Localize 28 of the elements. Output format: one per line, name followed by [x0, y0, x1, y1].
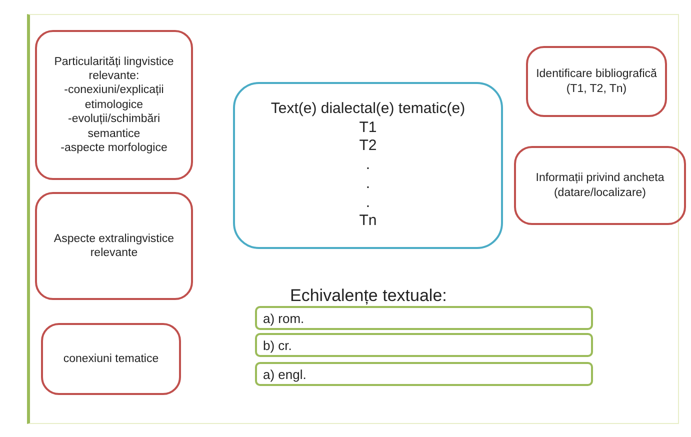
box-text: a) rom.: [263, 310, 304, 326]
rounded-box: [514, 146, 686, 225]
section-heading: Echivalențe textuale:: [290, 286, 447, 306]
box-text: Tn: [359, 212, 377, 232]
box-text: .: [366, 156, 370, 175]
rounded-box: [41, 323, 181, 395]
box-text: -conexiuni/explicații etimologice: [63, 83, 165, 112]
box-text: Informații privind ancheta (datare/localizare): [534, 171, 666, 200]
rounded-box: [233, 82, 503, 249]
box-text: .: [366, 194, 370, 212]
box-text: T2: [359, 137, 377, 156]
box-text: b) cr.: [263, 338, 292, 352]
box-text: .: [366, 174, 370, 194]
box-text: T1: [359, 118, 377, 138]
box-text: -aspecte morfologice: [60, 140, 168, 156]
box-text: a) engl.: [263, 366, 306, 382]
list-box: [255, 306, 593, 330]
box-text: Aspecte extralingvistice relevante: [52, 232, 176, 260]
rounded-box: [35, 30, 193, 180]
box-text: -evoluții/schimbări semantice: [66, 112, 162, 141]
box-heading: Particularități lingvistice relevante:: [53, 54, 175, 84]
box-text: Identificare bibliografică (T1, T2, Tn): [535, 67, 658, 96]
list-box: [255, 333, 593, 357]
list-box: [255, 362, 593, 386]
box-text: conexiuni tematice: [63, 352, 159, 366]
rounded-box: [526, 46, 667, 117]
box-heading: Text(e) dialectal(e) tematic(e): [270, 100, 466, 119]
rounded-box: [35, 192, 193, 300]
